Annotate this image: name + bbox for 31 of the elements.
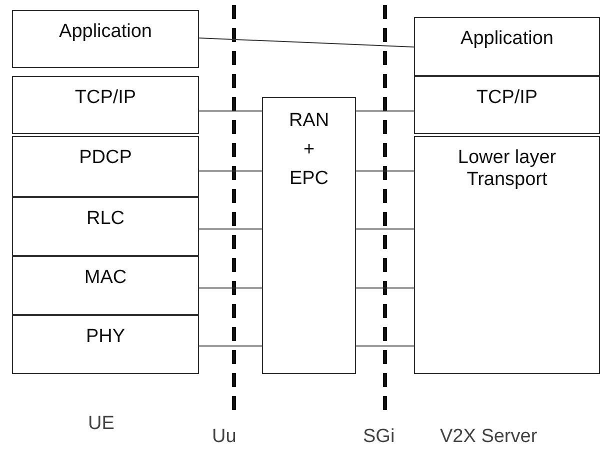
connector-line xyxy=(356,170,414,172)
connector-line xyxy=(198,170,262,172)
interface-label: Uu xyxy=(212,426,236,448)
interface-label: SGi xyxy=(363,426,395,448)
layer-box xyxy=(262,97,356,374)
layer-name: PHY xyxy=(86,326,126,348)
connector-line xyxy=(356,228,414,230)
layer-box xyxy=(12,256,199,315)
layer-box xyxy=(12,10,199,68)
entity-label: UE xyxy=(88,413,114,435)
layer-name: RAN + EPC xyxy=(288,109,330,191)
layer-name: Application xyxy=(59,21,152,43)
layer-box xyxy=(414,17,600,76)
layer-name: Application xyxy=(460,28,554,50)
entity-label: V2X Server xyxy=(440,426,538,448)
layer-box xyxy=(414,76,600,134)
layer-box xyxy=(12,197,199,256)
layer-name: PDCP xyxy=(79,147,132,169)
layer-box xyxy=(12,76,199,134)
connector-line xyxy=(356,110,414,112)
layer-name: Lower layer Transport xyxy=(456,147,558,191)
layer-name: RLC xyxy=(86,208,124,230)
connector-line xyxy=(198,38,414,48)
connector-line xyxy=(198,110,262,112)
layer-name: TCP/IP xyxy=(476,87,538,109)
layer-name: MAC xyxy=(84,267,127,289)
layer-box xyxy=(12,315,199,374)
layer-box xyxy=(414,136,600,374)
layer-name: TCP/IP xyxy=(74,87,136,109)
connector-line xyxy=(198,228,262,230)
layer-box xyxy=(12,136,199,197)
